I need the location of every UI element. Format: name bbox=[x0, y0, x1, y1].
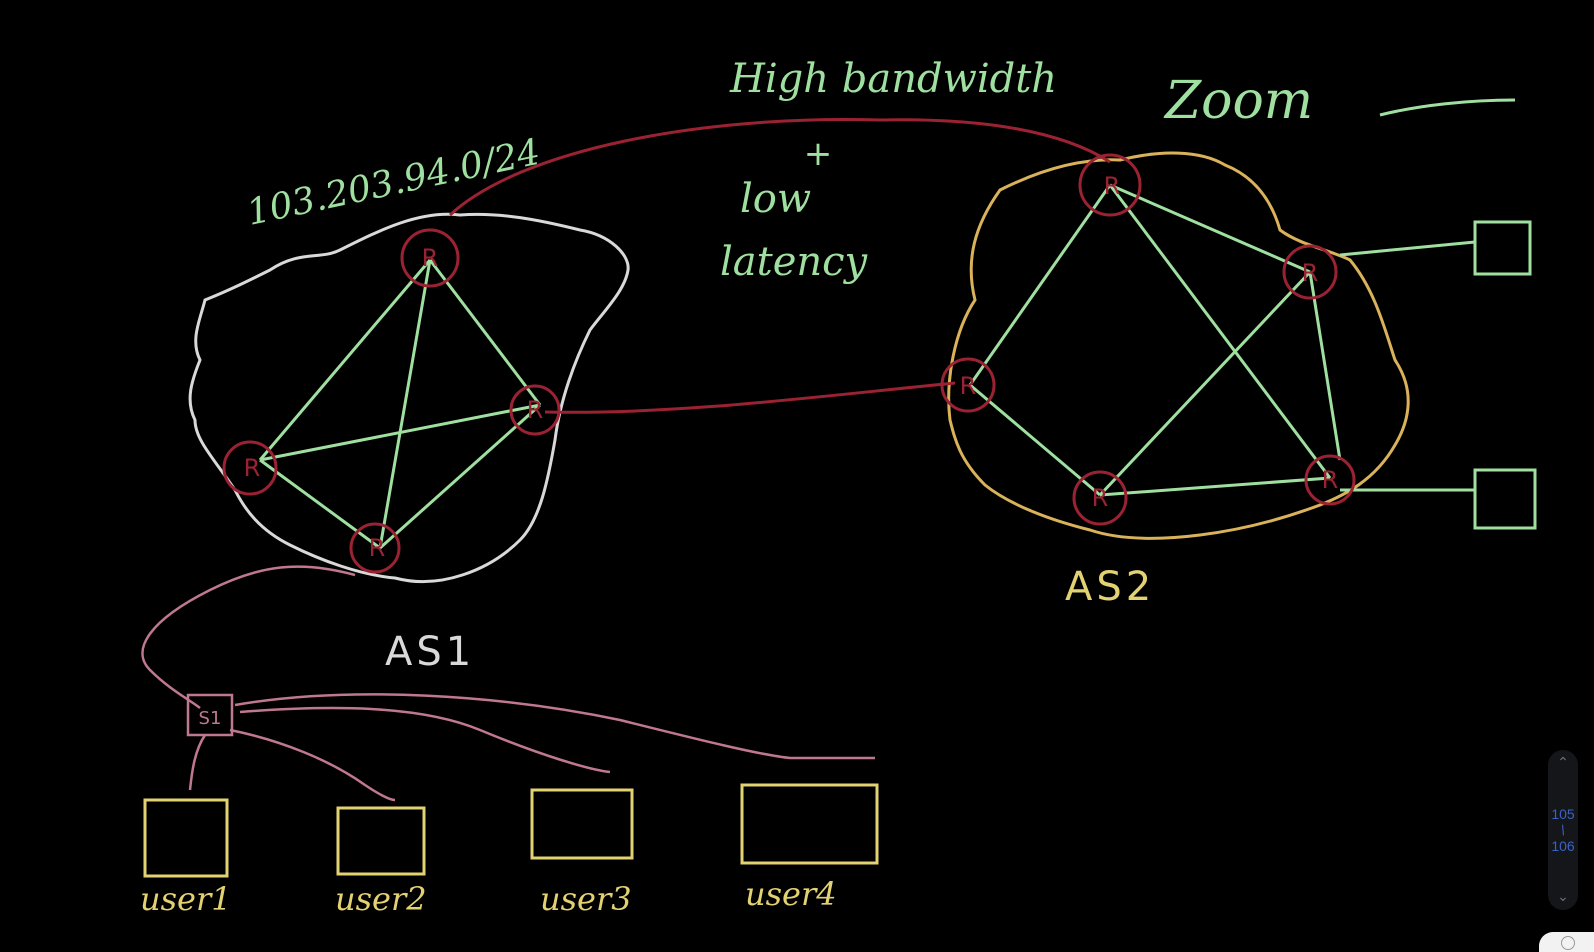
router-as2-top bbox=[1078, 153, 1142, 217]
as1-cloud bbox=[188, 212, 630, 583]
router-as1-bottom bbox=[349, 522, 401, 574]
user-labels: user1 user2 user3 user4 bbox=[140, 875, 837, 918]
switch-label: S1 bbox=[199, 708, 222, 729]
as2-cloud bbox=[947, 151, 1410, 540]
user2-box bbox=[336, 806, 426, 876]
note-plus: + bbox=[804, 134, 833, 174]
router-as1-left bbox=[222, 440, 278, 496]
total-pages: 106 bbox=[1551, 838, 1575, 854]
svg-text:R: R bbox=[1322, 466, 1339, 494]
host-top bbox=[1473, 220, 1532, 276]
as2-mesh bbox=[968, 183, 1342, 497]
user1-label: user1 bbox=[140, 880, 232, 918]
router-letters: R R R R R R R R R bbox=[244, 172, 1339, 562]
inter-as-link-top bbox=[448, 118, 1111, 217]
switch-box bbox=[186, 693, 234, 737]
note-low: low bbox=[740, 176, 811, 222]
svg-text:R: R bbox=[244, 454, 261, 482]
user1-box bbox=[143, 798, 229, 878]
switch-links bbox=[141, 565, 875, 802]
user3-box bbox=[530, 788, 634, 860]
user4-box bbox=[740, 783, 879, 865]
chevron-up-icon[interactable]: ⌃ bbox=[1557, 755, 1569, 771]
page-separator: / bbox=[1558, 821, 1568, 839]
router-as2-left bbox=[940, 357, 996, 413]
svg-text:R: R bbox=[369, 534, 386, 562]
svg-text:R: R bbox=[422, 244, 439, 272]
svg-text:R: R bbox=[1104, 172, 1121, 200]
as2-label: AS2 bbox=[1065, 564, 1155, 610]
page-navigator: ⌃ 105 / 106 ⌄ bbox=[1548, 750, 1578, 910]
svg-text:R: R bbox=[1092, 484, 1109, 512]
host-bottom bbox=[1473, 468, 1537, 530]
as2-host-links bbox=[1339, 220, 1537, 530]
svg-text:R: R bbox=[527, 396, 544, 424]
inter-as-link-middle bbox=[544, 381, 956, 414]
router-as2-right bbox=[1282, 244, 1338, 300]
user-boxes bbox=[143, 783, 879, 878]
current-page: 105 bbox=[1551, 806, 1575, 822]
as1-mesh bbox=[258, 259, 542, 550]
router-as1-top bbox=[400, 228, 460, 288]
zoom-label: Zoom bbox=[1163, 71, 1313, 131]
page-counter: 105 / 106 bbox=[1551, 806, 1574, 854]
router-as2-bottom-left bbox=[1072, 470, 1128, 526]
router-as1-right bbox=[509, 384, 561, 436]
user2-label: user2 bbox=[335, 880, 427, 918]
as1-label: AS1 bbox=[385, 629, 475, 675]
note-high-bandwidth: High bandwidth bbox=[729, 56, 1057, 102]
svg-text:R: R bbox=[960, 372, 977, 400]
zoom-icon bbox=[1561, 936, 1575, 950]
zoom-underline bbox=[1379, 98, 1516, 117]
user4-label: user4 bbox=[745, 875, 837, 913]
as1-routers bbox=[222, 228, 561, 574]
note-latency: latency bbox=[720, 239, 869, 285]
as2-routers bbox=[940, 153, 1356, 526]
zoom-control-button[interactable] bbox=[1539, 932, 1594, 952]
chevron-down-icon[interactable]: ⌄ bbox=[1557, 889, 1569, 905]
svg-text:R: R bbox=[1302, 259, 1319, 287]
user3-label: user3 bbox=[540, 880, 632, 918]
router-as2-bottom-right bbox=[1304, 454, 1356, 506]
